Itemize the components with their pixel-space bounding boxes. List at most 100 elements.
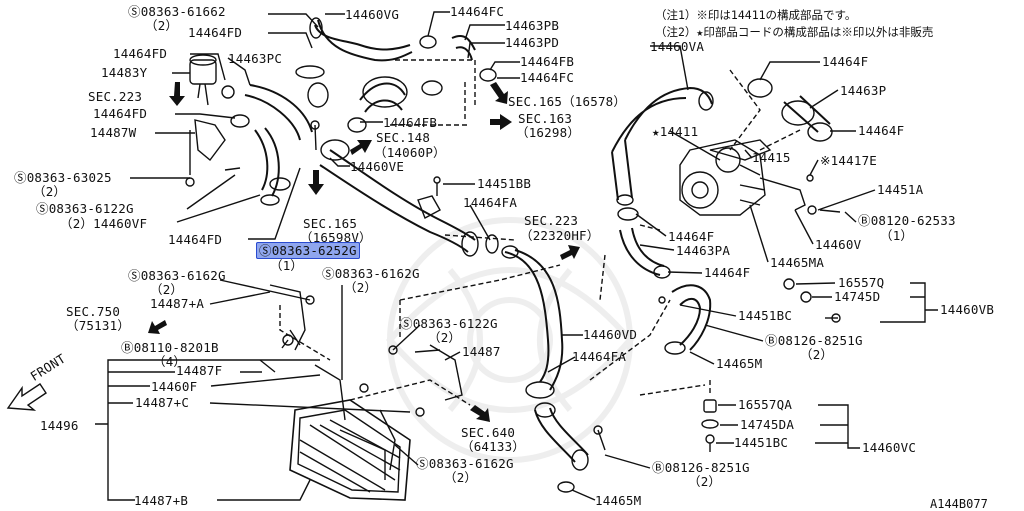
part-label-l79[interactable]: 14465M bbox=[716, 356, 763, 371]
part-label-l83[interactable]: 14451BC bbox=[734, 435, 789, 450]
part-label-l32[interactable]: （22320HF） bbox=[520, 228, 600, 243]
part-label-l06[interactable]: 14463PB bbox=[505, 18, 560, 33]
part-label-l52[interactable]: SEC.640 bbox=[461, 425, 516, 440]
part-label-l20[interactable]: SEC.148 bbox=[376, 130, 431, 145]
part-label-l04[interactable]: 14460VG bbox=[345, 7, 400, 22]
part-label-l14[interactable]: SEC.165（16578） bbox=[508, 94, 627, 109]
part-label-l66[interactable]: Ⓑ08120-62533 bbox=[858, 213, 956, 228]
pipe-14460vb bbox=[671, 284, 712, 351]
part-label-l42[interactable]: （2） bbox=[428, 330, 462, 345]
part-label-l08[interactable]: 14464FD bbox=[113, 46, 168, 61]
part-label-l67[interactable]: （1） bbox=[880, 228, 914, 243]
highlighted-part[interactable]: Ⓢ08363-6252G bbox=[256, 242, 360, 259]
part-label-l65[interactable]: 14451A bbox=[877, 182, 924, 197]
pipe-14460vd bbox=[504, 249, 564, 391]
note-2: （注2）★印部品コードの構成部品は※印以外は非販売 bbox=[655, 25, 934, 39]
part-label-l72[interactable]: 14464F bbox=[704, 265, 751, 280]
part-label-l68[interactable]: 14464F bbox=[668, 229, 715, 244]
part-label-l34[interactable]: Ⓢ08363-6162G bbox=[128, 268, 226, 283]
part-label-l30[interactable]: （16598V） bbox=[300, 230, 372, 245]
part-label-l01[interactable]: Ⓢ08363-61662 bbox=[128, 4, 226, 19]
part-label-l03[interactable]: 14464FD bbox=[188, 25, 243, 40]
part-label-l10[interactable]: 14464FB bbox=[520, 54, 575, 69]
front-arrow bbox=[6, 383, 47, 411]
part-label-l19[interactable]: （16298） bbox=[516, 125, 581, 140]
part-label-l61[interactable]: 14464F bbox=[858, 123, 905, 138]
part-label-l05[interactable]: 14464FC bbox=[450, 4, 505, 19]
part-label-l27[interactable]: Ⓢ08363-6122G bbox=[36, 201, 134, 216]
highlighted-part-number[interactable]: Ⓢ08363-6252G bbox=[256, 242, 360, 259]
part-label-l70[interactable]: 14463PA bbox=[676, 243, 731, 258]
part-label-l49[interactable]: 14460F bbox=[151, 379, 198, 394]
part-label-l46[interactable]: 14487 bbox=[462, 344, 501, 359]
part-label-l77[interactable]: Ⓑ08126-8251G bbox=[765, 333, 863, 348]
part-label-l57[interactable]: 14465M bbox=[595, 493, 642, 508]
note-1: （注1）※印は14411の構成部品です。 bbox=[655, 8, 857, 22]
part-label-l24[interactable]: （2） bbox=[33, 184, 67, 199]
part-label-l51[interactable]: 14496 bbox=[40, 418, 79, 433]
valve-14483y bbox=[189, 54, 235, 106]
part-label-l44[interactable]: Ⓑ08110-8201B bbox=[121, 340, 219, 355]
highlighted-part-qty: （1） bbox=[270, 258, 304, 273]
pipe-14460va bbox=[611, 86, 713, 153]
part-label-l12[interactable]: 14483Y bbox=[101, 65, 148, 80]
part-label-l53[interactable]: （64133） bbox=[461, 439, 526, 454]
part-label-l48[interactable]: 14487F bbox=[176, 363, 223, 378]
part-label-l50[interactable]: 14487+C bbox=[135, 395, 190, 410]
diagram-code: A144B077 bbox=[930, 497, 988, 511]
part-label-l25[interactable]: 14451BB bbox=[477, 176, 532, 191]
part-label-l26[interactable]: 14464FA bbox=[463, 195, 518, 210]
turbo-14411 bbox=[679, 139, 772, 216]
part-label-l13[interactable]: SEC.223 bbox=[88, 89, 143, 104]
part-label-l29[interactable]: SEC.165 bbox=[303, 216, 358, 231]
part-label-l39[interactable]: SEC.750 bbox=[66, 304, 121, 319]
part-label-l69[interactable]: 14460V bbox=[815, 237, 862, 252]
part-label-l28[interactable]: （2）14460VF bbox=[60, 216, 148, 231]
part-label-l38[interactable]: 14487+A bbox=[150, 296, 205, 311]
part-label-l15[interactable]: 14464FD bbox=[93, 106, 148, 121]
part-label-l64[interactable]: ※14417E bbox=[820, 153, 878, 168]
part-label-l21[interactable]: （14060P） bbox=[374, 145, 446, 160]
part-label-l35[interactable]: （2） bbox=[150, 282, 184, 297]
part-label-l40[interactable]: （75131） bbox=[66, 318, 131, 333]
part-label-l43[interactable]: 14460VD bbox=[583, 327, 638, 342]
hose-14460vg bbox=[314, 24, 411, 51]
part-label-l16[interactable]: 14487W bbox=[90, 125, 137, 140]
part-label-l84[interactable]: Ⓑ08126-8251G bbox=[652, 460, 750, 475]
part-label-l82[interactable]: 14460VC bbox=[862, 440, 917, 455]
part-label-l02[interactable]: （2） bbox=[145, 18, 179, 33]
part-label-l73[interactable]: 16557Q bbox=[838, 275, 885, 290]
part-label-l07[interactable]: 14463PD bbox=[505, 35, 560, 50]
part-label-l76[interactable]: 14451BC bbox=[738, 308, 793, 323]
part-label-l78[interactable]: （2） bbox=[800, 347, 834, 362]
part-label-l71[interactable]: 14465MA bbox=[770, 255, 825, 270]
part-label-l54[interactable]: Ⓢ08363-6162G bbox=[416, 456, 514, 471]
part-label-l85[interactable]: （2） bbox=[688, 474, 722, 489]
part-label-l56[interactable]: 14487+B bbox=[134, 493, 189, 508]
part-label-l22[interactable]: 14460VE bbox=[350, 159, 405, 174]
part-label-l63[interactable]: 14415 bbox=[752, 150, 791, 165]
part-label-l36[interactable]: Ⓢ08363-6162G bbox=[322, 266, 420, 281]
part-label-l17[interactable]: 14464FB bbox=[383, 115, 438, 130]
part-label-l18[interactable]: SEC.163 bbox=[518, 111, 573, 126]
part-label-l58[interactable]: 14460VA bbox=[650, 39, 705, 54]
part-label-l41[interactable]: Ⓢ08363-6122G bbox=[400, 316, 498, 331]
part-label-l45[interactable]: （4） bbox=[153, 354, 187, 369]
part-label-l47[interactable]: 14464FA bbox=[572, 349, 627, 364]
part-label-l80[interactable]: 16557QA bbox=[738, 397, 793, 412]
part-label-l74[interactable]: 14745D bbox=[834, 289, 881, 304]
part-label-l55[interactable]: （2） bbox=[444, 470, 478, 485]
part-label-l60[interactable]: 14463P bbox=[840, 83, 887, 98]
part-label-l81[interactable]: 14745DA bbox=[740, 417, 795, 432]
part-label-l11[interactable]: 14464FC bbox=[520, 70, 575, 85]
part-label-l09[interactable]: 14463PC bbox=[228, 51, 283, 66]
part-label-l31[interactable]: SEC.223 bbox=[524, 213, 579, 228]
part-label-l62[interactable]: ★14411 bbox=[652, 124, 699, 139]
watermark-emblem bbox=[386, 217, 634, 463]
part-label-l33[interactable]: 14464FD bbox=[168, 232, 223, 247]
part-label-l59[interactable]: 14464F bbox=[822, 54, 869, 69]
part-label-l75[interactable]: 14460VB bbox=[940, 302, 995, 317]
part-label-l23[interactable]: Ⓢ08363-63025 bbox=[14, 170, 112, 185]
part-label-l37[interactable]: （2） bbox=[344, 280, 378, 295]
